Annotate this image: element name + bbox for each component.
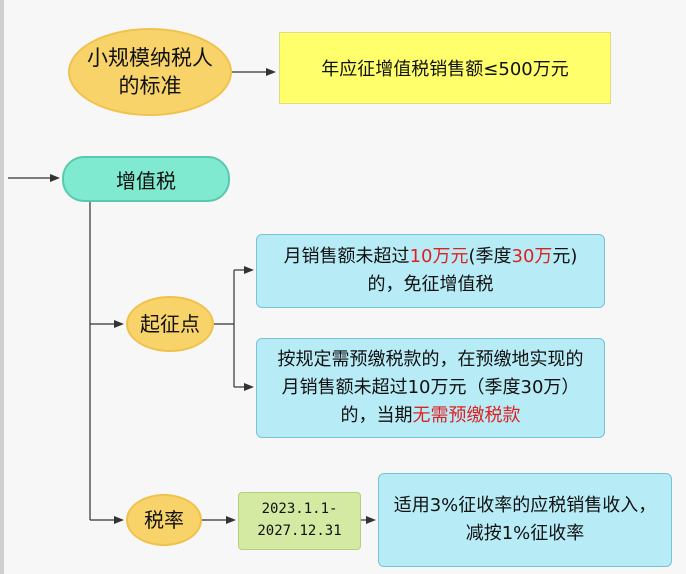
period-line1: 2023.1.1-: [261, 501, 338, 518]
tax-rate-rule-box: 适用3%征收率的应税销售收入，减按1%征收率: [378, 473, 672, 567]
tax-rate-node: 税率: [126, 494, 202, 546]
arrowhead-criterion: [266, 68, 276, 76]
rule1-part1: 月销售额未超过: [283, 246, 410, 268]
rule2-part1: 按规定需预缴税款的，在预缴地实现的月销售额未超过10万元（季度30万）的，当期: [277, 349, 584, 426]
threshold-rule1-text: 月销售额未超过10万元(季度30万元)的，免征增值税: [271, 243, 590, 299]
vat-node: 增值税: [62, 156, 230, 202]
rule1-highlight1: 10万元: [409, 246, 469, 268]
threshold-rule2-text: 按规定需预缴税款的，在预缴地实现的月销售额未超过10万元（季度30万）的，当期无…: [271, 346, 590, 430]
arrowhead-period: [226, 516, 236, 524]
arrowhead-rule2: [244, 383, 254, 391]
small-taxpayer-label-line1: 小规模纳税人: [87, 45, 213, 70]
arrowhead-threshold: [114, 320, 124, 328]
sales-criterion-text: 年应征增值税销售额≤500万元: [321, 59, 569, 80]
sales-criterion-box: 年应征增值税销售额≤500万元: [279, 32, 611, 104]
threshold-label: 起征点: [140, 311, 200, 336]
tax-rate-rule-text: 适用3%征收率的应税销售收入，减按1%征收率: [393, 495, 657, 544]
rule2-highlight: 无需预缴税款: [412, 404, 521, 426]
threshold-rule1-box: 月销售额未超过10万元(季度30万元)的，免征增值税: [256, 234, 605, 308]
small-taxpayer-standard-node: 小规模纳税人 的标准: [68, 28, 232, 116]
threshold-rule2-box: 按规定需预缴税款的，在预缴地实现的月销售额未超过10万元（季度30万）的，当期无…: [256, 338, 605, 438]
rule1-highlight2: 30万: [511, 246, 553, 268]
tax-rate-period-box: 2023.1.1- 2027.12.31: [238, 492, 361, 550]
arrowhead-vat: [50, 174, 60, 182]
tax-rate-label: 税率: [144, 507, 184, 532]
rule1-part2: (季度: [468, 246, 512, 268]
threshold-node: 起征点: [126, 296, 214, 352]
arrowhead-rate-rule: [366, 516, 376, 524]
arrowhead-tax-rate: [114, 516, 124, 524]
vat-label: 增值税: [116, 168, 176, 193]
rule1-part3: 元)的，免征增值税: [367, 246, 578, 295]
period-line2: 2027.12.31: [257, 523, 342, 539]
arrowhead-rule1: [244, 266, 254, 274]
left-border: [0, 0, 4, 574]
small-taxpayer-label-line2: 的标准: [118, 74, 182, 98]
